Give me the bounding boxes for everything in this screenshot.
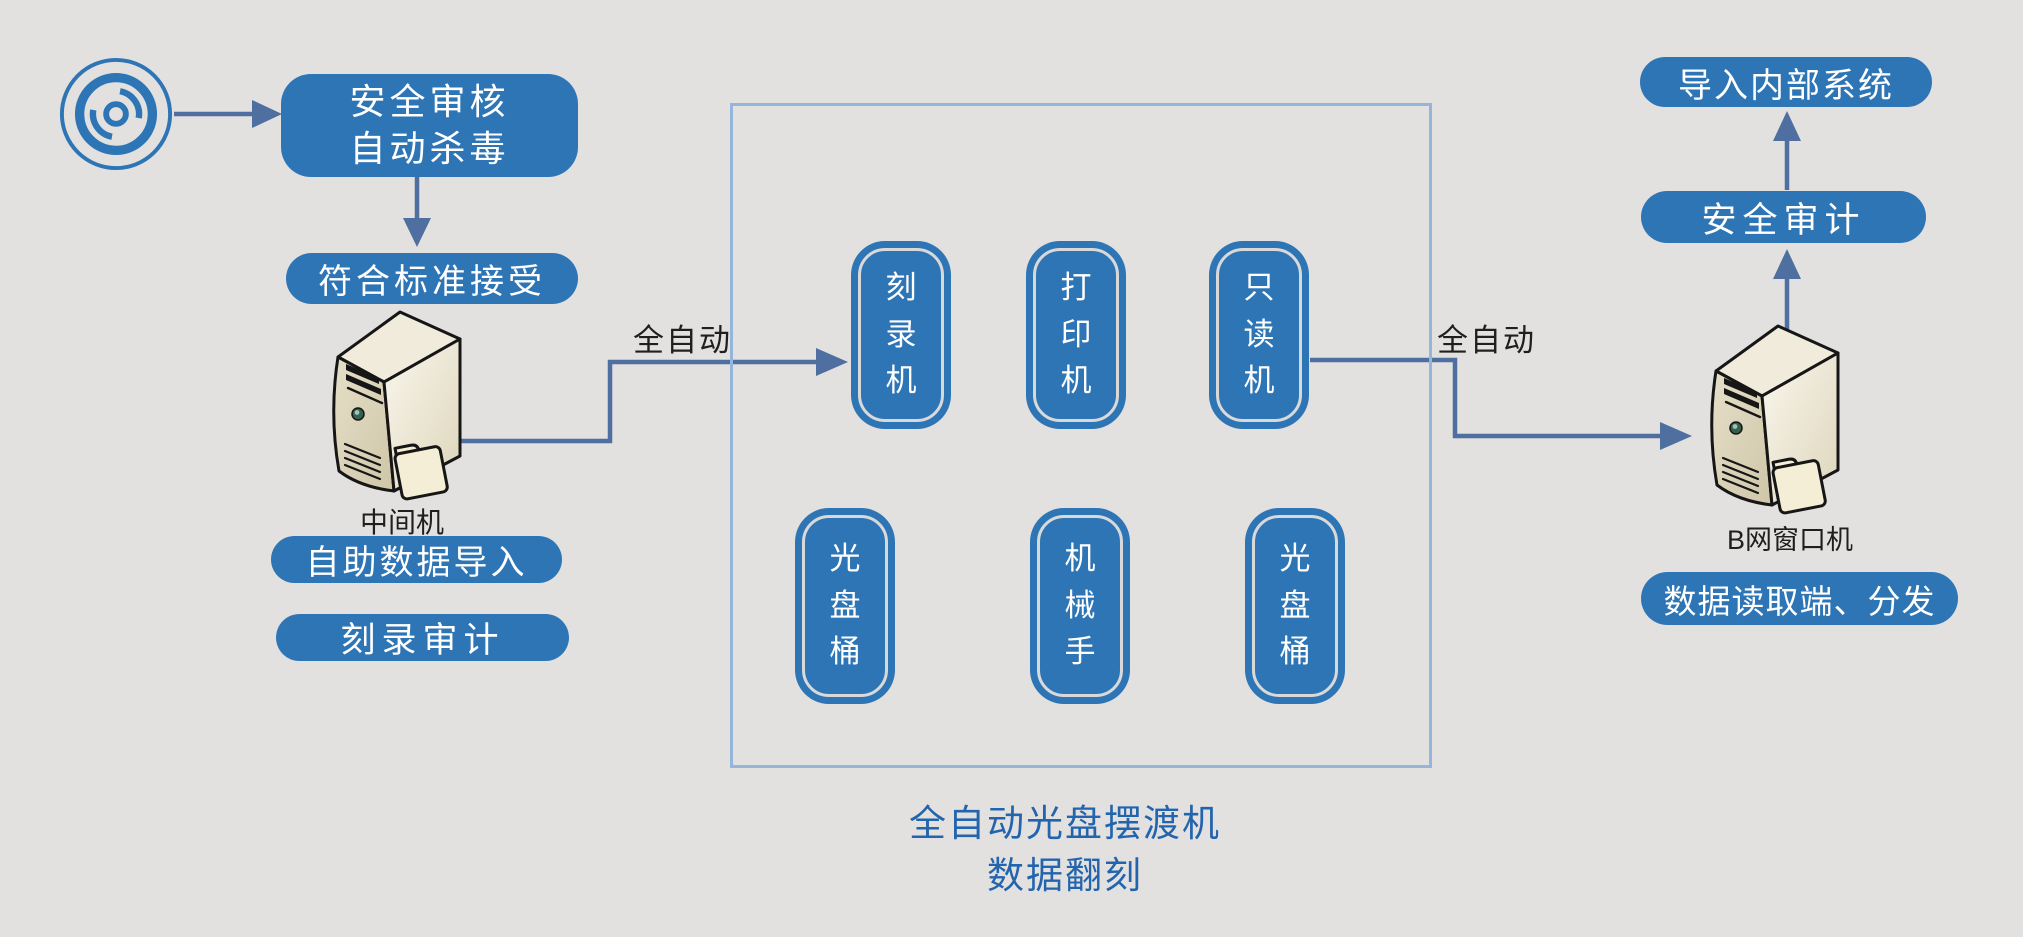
security-review-text: 安全审核 自动杀毒 [349, 79, 509, 173]
ferry-box-caption-line-1: 全自动光盘摆渡机 [909, 803, 1221, 844]
accept-standard-pill: 符合标准接受 [286, 253, 578, 304]
security-review-line-1: 安全审核 [349, 80, 510, 122]
burner-pill: 刻录机 [851, 241, 951, 429]
disc-bucket-right-label: 光盘桶 [1279, 541, 1311, 670]
self-import-pill: 自助数据导入 [271, 536, 562, 583]
ferry-machine-box [730, 103, 1432, 768]
disc-icon [59, 57, 173, 171]
robot-arm-inner: 机械手 [1037, 515, 1123, 697]
readonly-pill-inner: 只读机 [1216, 248, 1302, 422]
readonly-pill-label: 只读机 [1243, 270, 1275, 399]
security-review-box: 安全审核 自动杀毒 [281, 74, 578, 177]
disc-bucket-left-pill: 光盘桶 [795, 508, 895, 704]
arrow-disc-to-review [174, 100, 282, 128]
bnet-machine-label: B网窗口机 [1726, 525, 1853, 555]
arrow-review-to-accept [403, 177, 431, 247]
printer-pill-inner: 打印机 [1033, 248, 1119, 422]
readonly-pill: 只读机 [1209, 241, 1309, 429]
arrow-bnet-to-security-audit [1773, 249, 1801, 336]
disc-bucket-right-inner: 光盘桶 [1252, 515, 1338, 697]
arrow-readonly-to-bnet-machine [1310, 357, 1692, 450]
arrow-middle-machine-to-ferry-box [455, 348, 848, 444]
auto-label-right: 全自动 [1437, 323, 1536, 358]
middle-machine-label: 中间机 [359, 507, 444, 538]
printer-pill-label: 打印机 [1060, 270, 1092, 399]
robot-arm-label: 机械手 [1064, 541, 1096, 670]
burner-pill-label: 刻录机 [885, 270, 917, 399]
security-audit-pill: 安全审计 [1641, 191, 1926, 243]
ferry-box-caption-line-2: 数据翻刻 [987, 854, 1143, 896]
import-internal-pill: 导入内部系统 [1640, 57, 1932, 107]
robot-arm-pill: 机械手 [1030, 508, 1130, 704]
burn-audit-pill: 刻录审计 [276, 614, 569, 661]
auto-label-left: 全自动 [633, 323, 732, 358]
bnet-machine-icon [1700, 318, 1870, 538]
data-read-distribute-pill: 数据读取端、分发 [1641, 572, 1958, 625]
disc-bucket-left-label: 光盘桶 [829, 541, 861, 670]
burner-pill-inner: 刻录机 [858, 248, 944, 422]
disc-bucket-right-pill: 光盘桶 [1245, 508, 1345, 704]
ferry-box-caption: 全自动光盘摆渡机 数据翻刻 [810, 798, 1320, 902]
security-review-line-2: 自动杀毒 [349, 127, 510, 169]
arrow-security-audit-to-internal [1773, 111, 1801, 190]
printer-pill: 打印机 [1026, 241, 1126, 429]
disc-bucket-left-inner: 光盘桶 [802, 515, 888, 697]
middle-machine-icon [322, 304, 492, 524]
